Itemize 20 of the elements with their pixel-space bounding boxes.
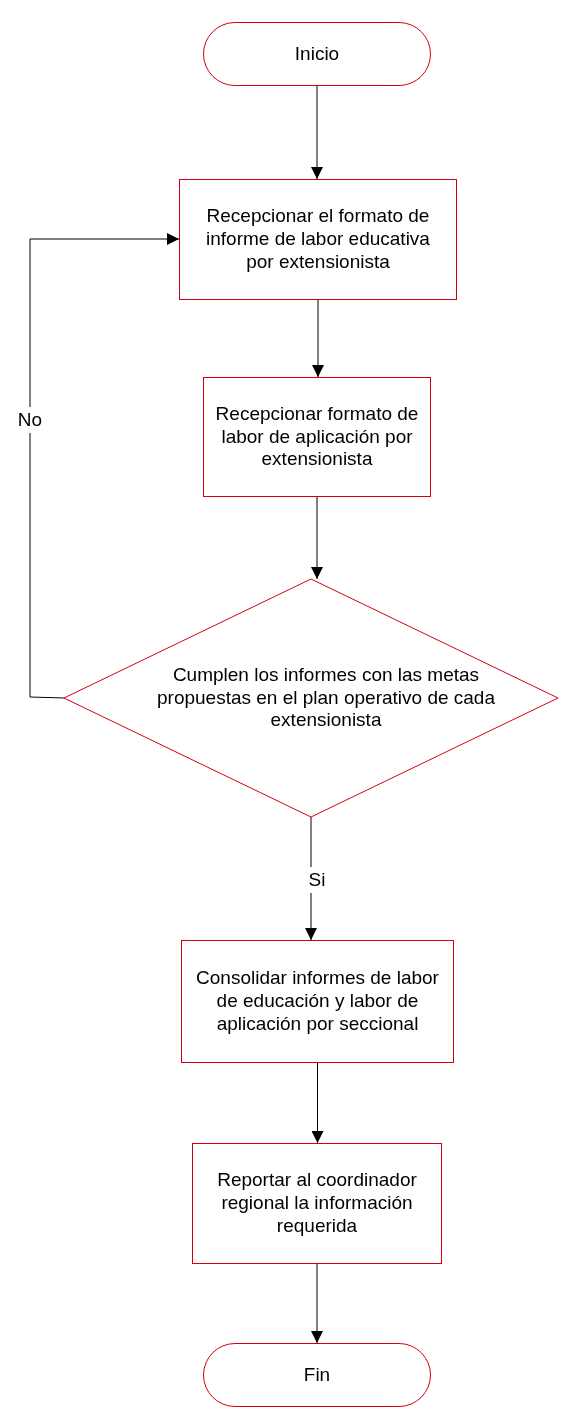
arrow [311, 496, 323, 580]
process-box [192, 1143, 442, 1264]
arrow [311, 1263, 323, 1344]
decision-diamond [64, 579, 558, 817]
process-box [203, 377, 431, 497]
arrow [312, 299, 324, 378]
arrow [311, 85, 323, 180]
node-text: Consolidar informes de labor de educación y labor de aplicación por seccional [195, 967, 440, 1036]
process-box [179, 179, 457, 300]
process-box [181, 940, 454, 1063]
node-text: Fin [303, 1363, 331, 1387]
edge-label: Si [308, 867, 326, 893]
node-text: Inicio [294, 42, 340, 66]
node-text: Cumplen los informes con las metas propuestas en el plan operativo de cada extensionista [156, 663, 496, 733]
node-text: Reportar al coordinador regional la información requerida [216, 1169, 418, 1238]
edge-label: No [17, 407, 43, 433]
node-text: Recepcionar el formato de informe de labor educativa por extensionista [205, 205, 431, 274]
node-text: Recepcionar formato de labor de aplicación por extensionista [214, 402, 420, 472]
arrow [311, 1062, 324, 1144]
arrow [29, 233, 180, 699]
